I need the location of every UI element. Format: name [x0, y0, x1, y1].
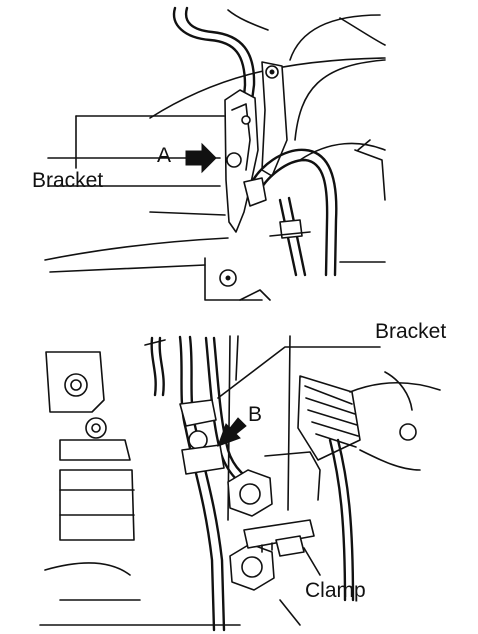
top-marker-label: A	[157, 144, 172, 167]
bottom-bracket-label: Bracket	[375, 320, 447, 343]
bottom-view-drawing	[39, 335, 441, 632]
bottom-marker-label: B	[248, 403, 263, 426]
top-bracket-label: Bracket	[32, 169, 104, 192]
top-view-drawing	[44, 6, 386, 301]
clamp-label: Clamp	[305, 579, 366, 602]
